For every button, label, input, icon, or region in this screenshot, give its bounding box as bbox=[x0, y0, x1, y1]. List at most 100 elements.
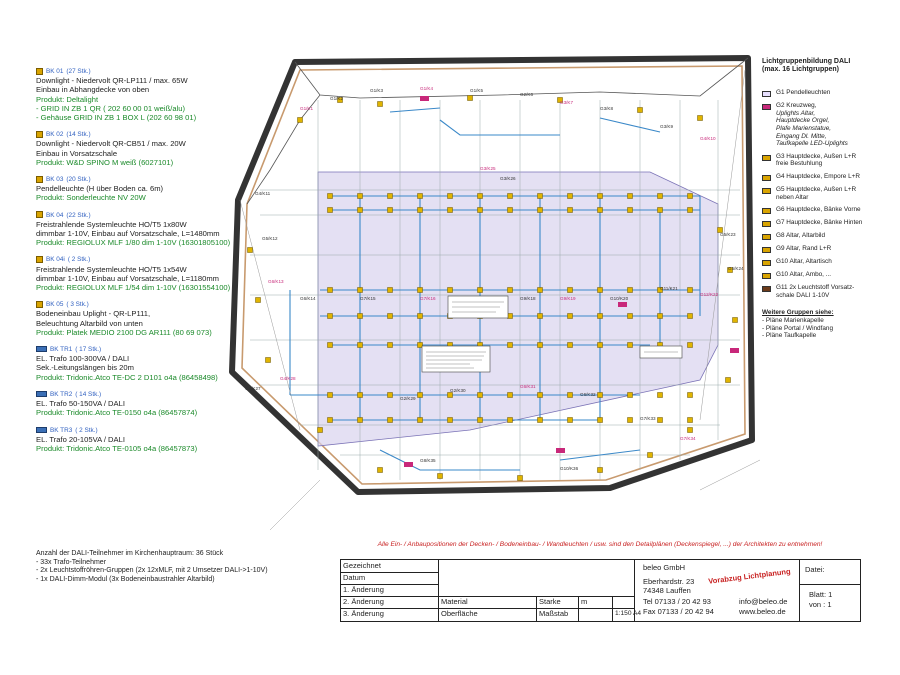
fixture-symbol-icon bbox=[36, 426, 47, 433]
legend-description: Einbau in Vorsatzschale bbox=[36, 148, 118, 158]
plan-group-label: G6/K14 bbox=[300, 296, 316, 301]
fixture-marker bbox=[507, 417, 513, 423]
fixture-marker bbox=[377, 467, 383, 473]
group-legend-text: G10 Altar, Altartisch bbox=[776, 258, 832, 266]
further-group-item: - Pläne Marienkapelle bbox=[762, 316, 824, 324]
fixture-marker bbox=[447, 193, 453, 199]
fixture-marker bbox=[357, 417, 363, 423]
legend-count: (22 Stk.) bbox=[66, 211, 91, 219]
group-swatch-icon bbox=[762, 219, 776, 228]
fixture-marker bbox=[657, 392, 663, 398]
fixture-marker bbox=[647, 452, 653, 458]
plan-group-label: G6/K31 bbox=[520, 384, 536, 389]
fixture-marker bbox=[627, 417, 633, 423]
plan-group-label: G4/K28 bbox=[280, 376, 296, 381]
fixture-marker bbox=[537, 313, 543, 319]
plan-group-label: G7/K33 bbox=[640, 416, 656, 421]
legend-count: ( 2 Stk.) bbox=[67, 256, 91, 264]
fixture-marker bbox=[327, 392, 333, 398]
plan-group-label: G1/K2 bbox=[330, 96, 343, 101]
fixture-marker bbox=[507, 392, 513, 398]
legend-code: BK 04i bbox=[46, 256, 65, 264]
legend-entry: BK 03(20 Stk.)Pendelleuchte (H über Bode… bbox=[36, 174, 286, 203]
plan-group-label: G10/K20 bbox=[610, 296, 629, 301]
fixture-marker bbox=[597, 342, 603, 348]
fixture-marker bbox=[687, 427, 693, 433]
plan-group-label: G9/K19 bbox=[560, 296, 576, 301]
legend-count: ( 17 Stk.) bbox=[75, 346, 102, 354]
legend-code: BK 05 bbox=[46, 301, 64, 309]
fixture-marker bbox=[597, 193, 603, 199]
fixture-marker bbox=[467, 95, 473, 101]
fixture-marker bbox=[417, 417, 423, 423]
fixture-marker bbox=[337, 97, 343, 103]
group-label-detail: Uplights Altar, bbox=[776, 109, 816, 117]
company-fax: Fax 07133 / 20 42 94 bbox=[643, 607, 714, 616]
fixture-marker bbox=[727, 267, 733, 273]
fixture-marker bbox=[567, 417, 573, 423]
group-label: G8 Altar, Altarbild bbox=[776, 232, 826, 240]
group-legend-row: G10 Altar, Ambo, ... bbox=[762, 271, 892, 280]
fixture-marker bbox=[597, 467, 603, 473]
plan-group-label: G1/K4 bbox=[420, 86, 433, 91]
group-swatch-icon bbox=[762, 206, 776, 215]
legend-count: ( 3 Stk.) bbox=[66, 301, 89, 309]
plan-group-label: G11/K21 bbox=[660, 286, 678, 291]
aenderung2-label: 2. Änderung bbox=[343, 597, 384, 606]
fixture-marker bbox=[557, 97, 563, 103]
legend-product: Produkt: Platek MEDIO 2100 DG AR111 (80 … bbox=[36, 327, 212, 337]
fixture-marker bbox=[417, 207, 423, 213]
group-label-detail: schale DALI 1-10V bbox=[776, 291, 830, 299]
note-line: - 2x Leuchtstoffröhren-Gruppen (2x 12xML… bbox=[36, 567, 268, 575]
fixture-marker bbox=[387, 193, 393, 199]
group-swatch-icon bbox=[762, 284, 776, 299]
company-name: beleo GmbH bbox=[643, 563, 686, 572]
fixture-marker bbox=[627, 342, 633, 348]
fixture-marker bbox=[297, 117, 303, 123]
starke-label: Starke bbox=[539, 597, 561, 606]
plan-group-label: G9/K18 bbox=[520, 296, 536, 301]
fixture-marker bbox=[627, 193, 633, 199]
legend-count: (27 Stk.) bbox=[66, 68, 91, 75]
plan-group-label: G4/K10 bbox=[700, 136, 716, 141]
legend-product: Produkt: Deltalight bbox=[36, 94, 99, 104]
note-line: - 1x DALI-Dimm-Modul (3x Bodeneinbaustra… bbox=[36, 575, 215, 583]
further-group-item: - Pläne Portal / Windfang bbox=[762, 324, 834, 332]
fixture-marker bbox=[517, 475, 523, 481]
datei-label: Datei: bbox=[805, 565, 825, 574]
legend-count: (20 Stk.) bbox=[66, 176, 91, 184]
fixture-marker bbox=[537, 207, 543, 213]
group-label: G7 Hauptdecke, Bänke Hinten bbox=[776, 219, 863, 227]
legend-code: BK 01 bbox=[46, 68, 64, 75]
massstab-label: Maßstab bbox=[539, 609, 569, 618]
fixture-symbol-icon bbox=[36, 255, 43, 263]
group-label: G1 Pendelleuchten bbox=[776, 89, 831, 97]
fixture-marker bbox=[597, 313, 603, 319]
datum-label: Datum bbox=[343, 573, 366, 582]
fixture-marker bbox=[327, 313, 333, 319]
legend-entry-code: BK TR1( 17 Stk.) bbox=[36, 344, 286, 354]
fixture-marker bbox=[687, 342, 693, 348]
fixture-marker bbox=[477, 207, 483, 213]
group-label: G10 Altar, Ambo, ... bbox=[776, 271, 832, 279]
group-label: G9 Altar, Rand L+R bbox=[776, 245, 832, 253]
legend-entry: BK TR3( 2 Stk.)EL. Trafo 20-105VA / DALI… bbox=[36, 425, 286, 454]
plan-group-label: G1/K3 bbox=[370, 88, 383, 93]
fixture-marker bbox=[477, 417, 483, 423]
von-label: von : 1 bbox=[809, 600, 832, 609]
group-legend-text: G11 2x Leuchtstoff Vorsatz-schale DALI 1… bbox=[776, 284, 854, 299]
fixture-marker bbox=[387, 417, 393, 423]
plan-group-label: G7/K16 bbox=[420, 296, 436, 301]
fixture-marker bbox=[732, 317, 738, 323]
fixture-marker bbox=[327, 342, 333, 348]
fixture-marker bbox=[477, 287, 483, 293]
plan-group-label: G2/K29 bbox=[400, 396, 416, 401]
fixture-marker bbox=[567, 313, 573, 319]
fixture-marker bbox=[327, 287, 333, 293]
fixture-symbol-icon bbox=[36, 346, 47, 353]
group-swatch-icon bbox=[762, 245, 776, 254]
plan-group-label: G5/K23 bbox=[720, 232, 736, 237]
group-legend-row: G9 Altar, Rand L+R bbox=[762, 245, 892, 254]
legend-product: - GRID IN ZB 1 QR ( 202 60 00 01 weiß/al… bbox=[36, 103, 185, 113]
